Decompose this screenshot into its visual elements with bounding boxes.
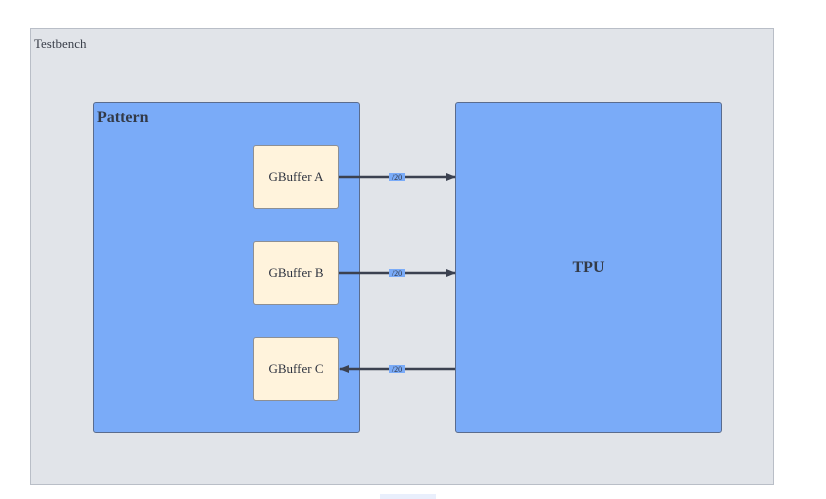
gbuffer-a-label: GBuffer A (268, 169, 324, 184)
gbuffer-c-block: GBuffer C (253, 337, 339, 401)
tpu-block: TPU (455, 102, 722, 433)
tpu-label: TPU (572, 258, 605, 276)
pattern-label: Pattern (97, 109, 149, 126)
testbench-label: Testbench (34, 36, 87, 51)
gbuffer-b-label: GBuffer B (268, 265, 324, 280)
watermark-mark (380, 494, 436, 499)
gbuffer-c-label: GBuffer C (268, 361, 324, 376)
gbuffer-a-block: GBuffer A (253, 145, 339, 209)
gbuffer-b-block: GBuffer B (253, 241, 339, 305)
